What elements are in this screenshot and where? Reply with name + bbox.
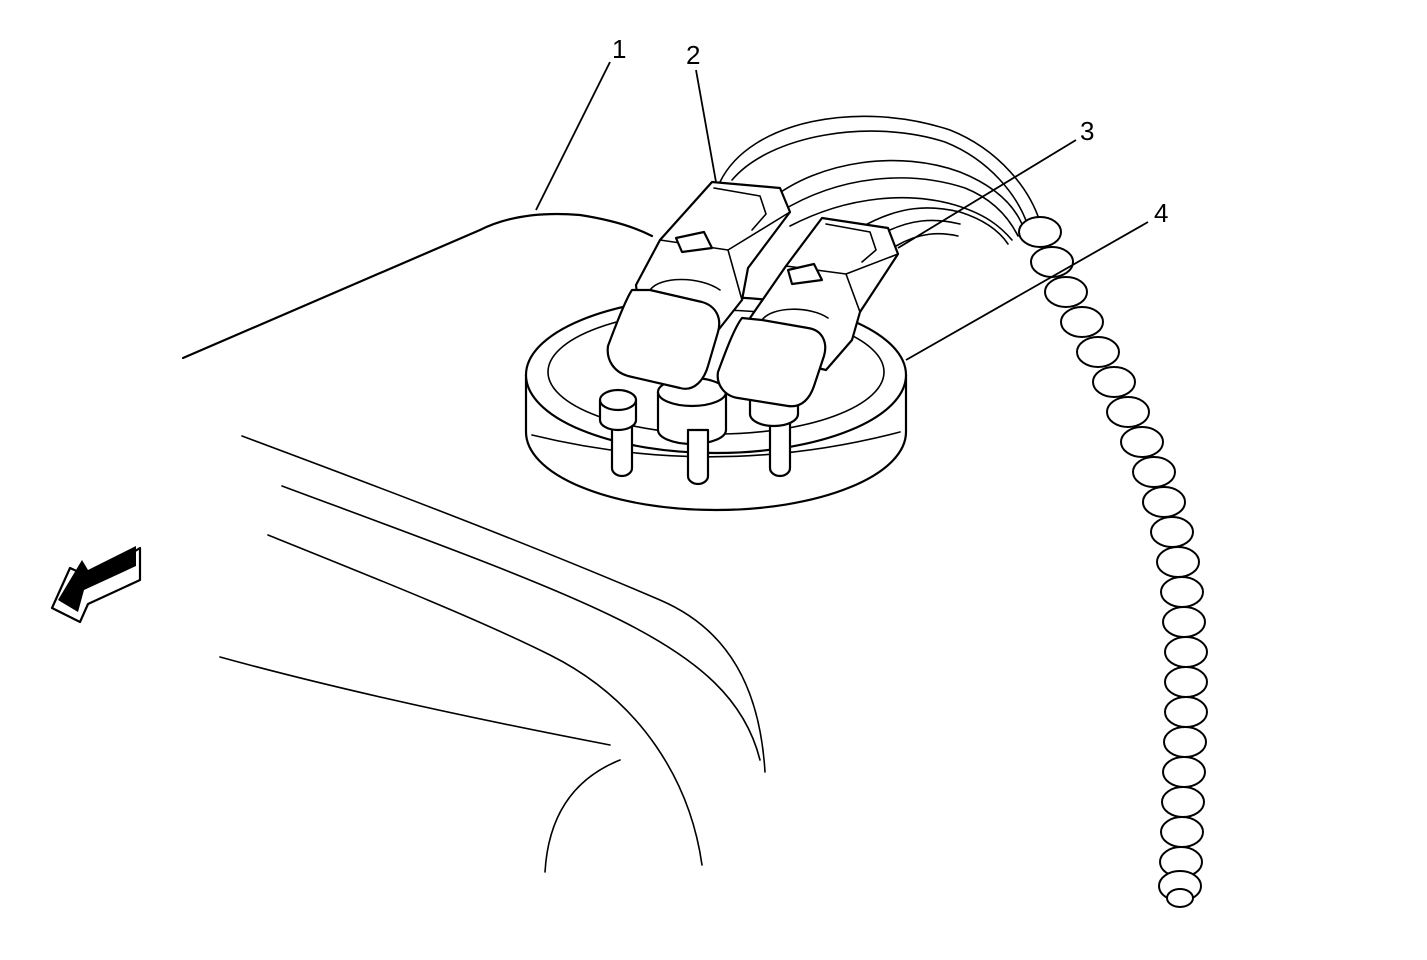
callout-label-3: 3 [1080,116,1094,146]
conduit-segment [1163,726,1207,758]
conduit-segment [1156,546,1200,578]
conduit-segment [1030,246,1074,278]
callout-label-2: 2 [686,40,700,70]
conduit-segment [1164,636,1208,668]
harness-conduit [1018,216,1208,908]
conduit-segment [1106,396,1150,428]
conduit-segment [1092,366,1136,398]
wiring-harness-wires [719,115,1041,247]
electrical-connector-lower [716,216,900,408]
conduit-segment [1162,606,1206,638]
conduit-segment [1160,816,1204,848]
callout-label-4: 4 [1154,198,1168,228]
leader-line-1 [535,61,611,211]
conduit-segment [1132,456,1176,488]
callout-leaders [535,61,1149,361]
fuel-fitting-left [598,388,638,478]
conduit-segment [1076,336,1120,368]
conduit-segment [1142,486,1186,518]
fuel-tank [181,212,766,873]
conduit-segment [1018,216,1062,248]
conduit-end [1166,888,1194,908]
conduit-segment [1164,696,1208,728]
conduit-segment [1162,756,1206,788]
conduit-segment [1160,576,1204,608]
conduit-segment [1060,306,1104,338]
callout-label-1: 1 [612,34,626,64]
conduit-segment [1044,276,1088,308]
leader-line-3 [897,139,1077,249]
leader-line-4 [905,221,1149,361]
leader-line-2 [695,69,717,183]
conduit-segment [1120,426,1164,458]
conduit-segment [1150,516,1194,548]
callout-labels: 1 2 3 4 [612,34,1168,228]
electrical-connector-upper [606,180,792,390]
conduit-segment [1164,666,1208,698]
conduit-segment [1161,786,1205,818]
front-direction-arrow-icon [50,546,142,624]
